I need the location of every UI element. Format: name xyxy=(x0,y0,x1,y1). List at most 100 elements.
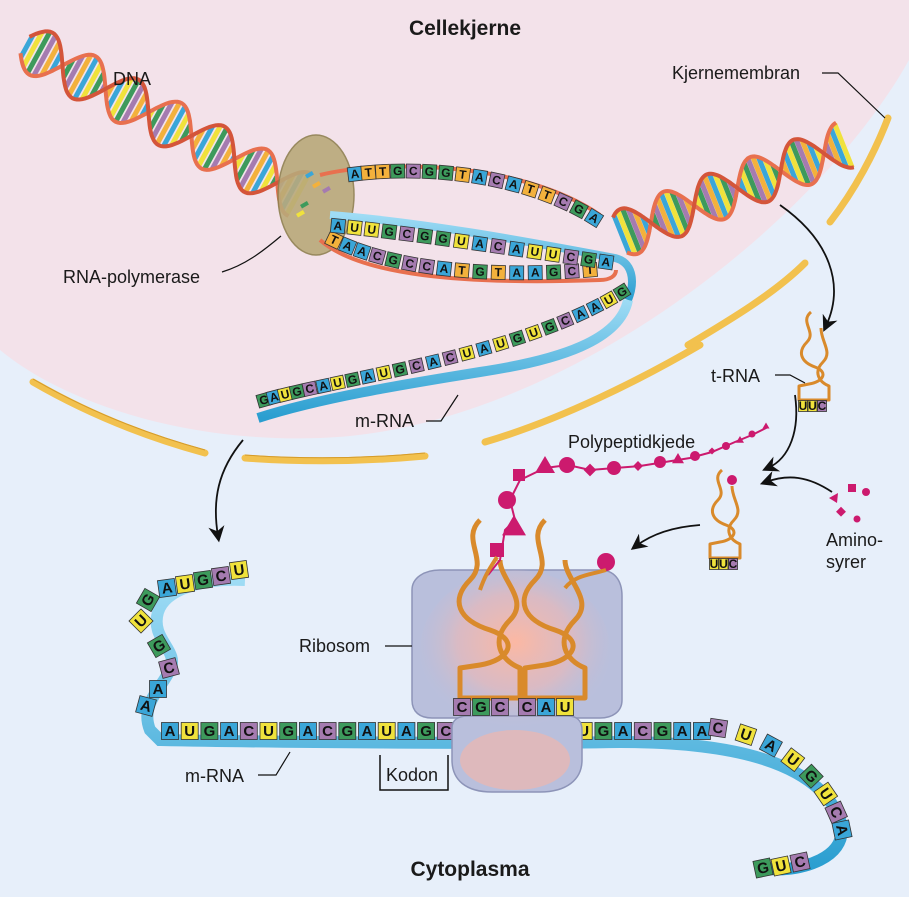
trna-free-upper-base-2-letter: C xyxy=(818,399,827,413)
transcript-base-10-letter: A xyxy=(511,242,522,257)
template-base-6: C xyxy=(418,257,436,275)
codon-label: Kodon xyxy=(386,765,438,785)
dna-base-7-letter: T xyxy=(458,167,468,182)
dna-base-9: C xyxy=(487,171,506,190)
dna-base-pair xyxy=(202,127,230,171)
nucleus-background xyxy=(0,0,909,439)
free-nucleotide xyxy=(296,210,305,218)
cyto-main-base-4: C xyxy=(239,722,258,740)
anticodon-base-1: G xyxy=(472,698,490,716)
nucleus-mrna-base-24-box xyxy=(612,282,632,302)
process-arrows xyxy=(208,204,838,550)
nucleus-mrna-base-9-box xyxy=(375,364,393,382)
nucleus-mrna-base-8: A xyxy=(359,368,377,385)
dna-base-pair xyxy=(806,142,823,173)
dna-base-1-letter: T xyxy=(364,165,373,180)
cyto-main-base-25-box xyxy=(653,722,672,740)
cyto-main-base-7-box xyxy=(298,722,317,740)
anticodon-base-5-letter: U xyxy=(560,699,571,716)
nucleus-mrna-base-7: G xyxy=(344,371,361,388)
dna-base-pair xyxy=(676,193,693,225)
transcript-base-13: C xyxy=(562,248,580,266)
dna-base-15-box xyxy=(583,207,605,229)
free-nucleotide xyxy=(322,186,331,194)
transcript-base-0: A xyxy=(329,217,347,235)
cyto-main-base-0-box xyxy=(161,722,179,740)
dna-base-11: T xyxy=(521,179,540,199)
nucleus-mrna-base-19-letter: G xyxy=(543,319,557,335)
cyto-main-base-31-box xyxy=(780,747,806,773)
dna-base-pair xyxy=(745,157,768,204)
transcript-base-2-box xyxy=(363,221,380,238)
nucleus-mrna-base-17: G xyxy=(508,329,527,348)
transcript-base-6-box xyxy=(434,230,452,248)
cyto-main-base-32-box xyxy=(798,763,824,789)
cyto-tail-base-1: U xyxy=(770,855,792,877)
amino-acid-bead-0 xyxy=(490,543,504,557)
template-base-5-box xyxy=(401,254,419,273)
dna-base-pair xyxy=(31,34,58,78)
cyto-top-base-2-box xyxy=(192,569,214,591)
dna-base-pair xyxy=(120,83,146,125)
cyto-main-base-5-letter: U xyxy=(263,723,274,740)
transcript-base-8-letter: A xyxy=(474,236,485,251)
free-nucleotide xyxy=(312,181,321,189)
arrow-amino-acids xyxy=(759,471,833,493)
dna-base-0-letter: A xyxy=(350,166,361,181)
transcript-base-13-box xyxy=(562,248,580,266)
transcript-base-15-box xyxy=(597,253,615,271)
dna-base-8-letter: A xyxy=(474,169,485,184)
transcript-base-7-box xyxy=(452,232,470,250)
trna-free-upper-base-2-box xyxy=(817,400,827,412)
trna-free-upper-base-1: U xyxy=(807,399,818,413)
transcript-base-4-box xyxy=(398,225,416,243)
cyto-top-base-0-box xyxy=(156,577,178,599)
transcript-base-10: A xyxy=(508,240,525,258)
dna-base-pair xyxy=(250,154,275,195)
dna-base-12-box xyxy=(537,185,557,205)
template-base-11-box xyxy=(509,265,525,281)
anticodon-base-0: C xyxy=(453,698,471,716)
dna-strand xyxy=(28,29,313,196)
cyto-main-base-13-letter: G xyxy=(420,723,432,740)
template-base-12-box xyxy=(527,265,543,281)
template-base-3-box xyxy=(368,246,387,266)
nucleus-mrna-base-5-letter: A xyxy=(318,378,330,394)
trna-free-charging-base-0-letter: U xyxy=(710,557,719,571)
nucleus-mrna-base-14-box xyxy=(458,344,476,362)
transcript-base-4-letter: C xyxy=(402,226,413,241)
dna-base-pair xyxy=(219,143,236,167)
transcript-base-6-letter: G xyxy=(437,231,448,246)
dna-base-10-letter: A xyxy=(508,177,520,193)
dna-base-11-letter: T xyxy=(525,181,537,197)
dna-base-pair xyxy=(782,151,799,183)
cyto-tail-base-1-box xyxy=(770,855,792,877)
dna-base-pair xyxy=(698,179,719,220)
trna-free-charging-base-2: C xyxy=(728,557,738,571)
dna-base-pair xyxy=(832,122,855,169)
nuclear-membrane-label: Kjernemembran xyxy=(672,63,800,83)
cyto-top-base-1: U xyxy=(174,573,196,595)
transcript-base-0-box xyxy=(329,217,347,235)
cyto-main-base-13-box xyxy=(417,722,436,740)
nucleus-mrna-base-10: G xyxy=(391,361,409,378)
nucleus-mrna-base-10-box xyxy=(391,361,409,378)
dna-base-11-box xyxy=(521,179,540,199)
incoming-trna-arm xyxy=(563,568,607,590)
dna-base-2-letter: T xyxy=(379,164,388,178)
cyto-main-base-14-letter: C xyxy=(440,723,451,740)
transcript-base-12-box xyxy=(544,246,562,263)
dna-base-pair xyxy=(702,174,725,221)
cyto-main-base-12: A xyxy=(397,722,416,740)
amino-acid-bead-12 xyxy=(708,447,716,455)
dna-base-6-box xyxy=(437,164,454,181)
transcript-base-2-letter: U xyxy=(367,222,377,237)
cyto-left-base-4-box xyxy=(149,680,167,698)
dna-base-5-letter: G xyxy=(424,164,434,178)
nucleus-mrna-base-11-box xyxy=(408,357,425,374)
nucleus-mrna-base-23-box xyxy=(599,290,619,310)
nucleus-mrna-base-14: U xyxy=(458,344,476,362)
